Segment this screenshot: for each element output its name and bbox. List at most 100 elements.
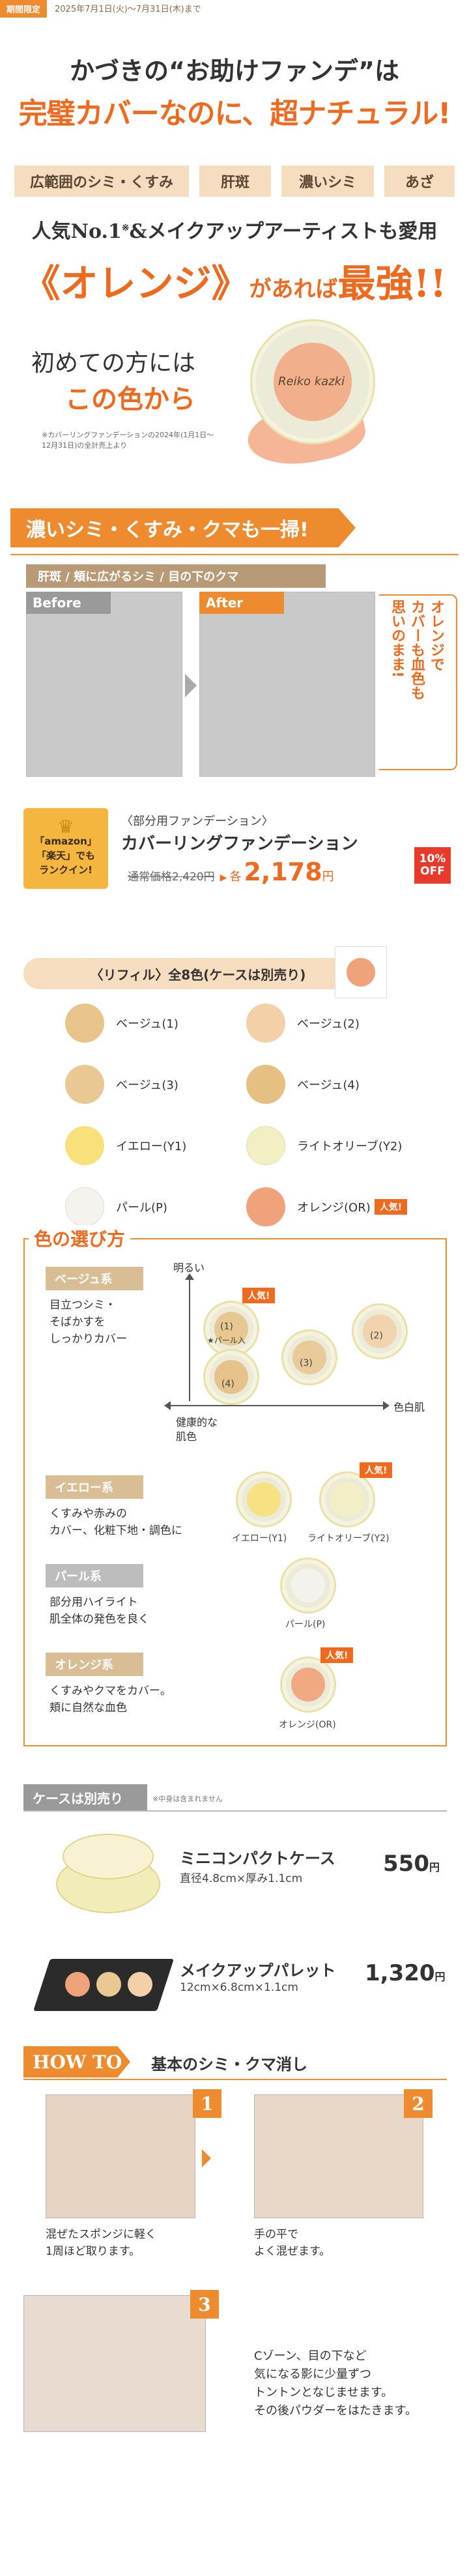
step-3-text-4: その後パウダーをはたきます。 [254, 2404, 417, 2418]
orange-line: 《オレンジ》があれば最強!! [0, 253, 469, 308]
step-3-text-2: 気になる影に少量ずつ [254, 2367, 371, 2381]
orange-strongest: 最強!! [337, 261, 447, 306]
section-bar-cover: 濃いシミ・くすみ・クマも一掃! [10, 508, 356, 547]
cat-yellow: イエロー系 [46, 1475, 143, 1499]
compact-beige-2 [352, 1303, 408, 1359]
orange-word: 《オレンジ》 [22, 261, 249, 306]
callout-line-3: 思いのまま! [389, 600, 405, 678]
swatch-label: オレンジ(OR) [297, 1201, 371, 1215]
refill-item: オレンジ(OR) 人気! [246, 1187, 408, 1226]
price-arrow-icon: ▶ [220, 873, 227, 883]
refill-item: ベージュ(2) [246, 1004, 360, 1043]
footnote: ※カバーリングファンデーションの2024年(1月1日〜12月31日)の全計売上よ… [42, 431, 214, 450]
cases-bar-title: ケースは別売り [33, 1790, 123, 1806]
step-1-photo [46, 2094, 195, 2218]
swatch-beige-1 [65, 1004, 104, 1043]
cases-note: ※中身は含まれません [152, 1795, 223, 1803]
swatch-label: ベージュ(2) [297, 1017, 360, 1031]
case-1-yen: 円 [429, 1861, 440, 1874]
axis-bottom-label-2: 肌色 [176, 1430, 197, 1443]
product-name: カバーリングファンデーション [121, 834, 358, 854]
cases-bar: ケースは別売り [23, 1784, 147, 1810]
swatch-light-olive-y2 [246, 1126, 285, 1165]
section-bar-line [10, 554, 459, 555]
first-time-b: この色から [65, 384, 195, 414]
product-category: 〈部分用ファンデーション〉 [121, 815, 274, 828]
hero-compact: Reiko kazki [250, 319, 375, 444]
step-3-photo [23, 2295, 206, 2432]
ranking-rankin: ランクイン! [39, 864, 92, 876]
swatch-label: ライトオリーブ(Y2) [297, 1140, 403, 1153]
cat-beige: ベージュ系 [46, 1267, 143, 1290]
swatch-beige-4 [246, 1065, 285, 1104]
axis-bottom-label: 健康的な 肌色 [176, 1415, 218, 1444]
swatch-yellow-y1 [65, 1126, 104, 1165]
howto-bar: HOW TO [23, 2046, 130, 2077]
limited-badge: 期間限定 [0, 0, 48, 18]
compact-beige-4 [203, 1349, 259, 1405]
step-2-number: 2 [404, 2089, 433, 2118]
before-label: Before [26, 592, 111, 614]
cat-pearl: パール系 [46, 1564, 143, 1587]
swatch-label: ベージュ(4) [297, 1078, 360, 1092]
headline-2: 完璧カバーなのに、超ナチュラル! [18, 97, 451, 130]
callout-text: オレンジで カバーも血色も 思いのまま! [387, 600, 446, 768]
off-badge: 10% OFF [414, 847, 451, 884]
pearl-desc-2: 肌全体の発色を良く [50, 1613, 149, 1626]
beige-desc-1: 目立つシミ・ [50, 1299, 116, 1312]
beige-desc-2: そばかすを [50, 1316, 106, 1329]
refill-item: ベージュ(4) [246, 1065, 360, 1104]
case-1-size: 直径4.8cm×厚み1.1cm [180, 1872, 303, 1885]
cat-orange: オレンジ系 [46, 1653, 143, 1676]
beige-4-label: (4) [221, 1379, 234, 1389]
popular-note-mark: ※ [121, 223, 130, 233]
yellow-desc: くすみや赤みの カバー、化粧下地・調色に [50, 1505, 182, 1539]
axis-horizontal [169, 1405, 384, 1406]
step-3-text-1: Cゾーン、目の下など [254, 2349, 367, 2363]
chip-birthmark: あざ [384, 166, 455, 197]
axis-left-arrow-icon [164, 1401, 171, 1410]
pearl-desc-1: 部分用ハイライト [50, 1596, 138, 1609]
swatch-pearl-p [65, 1187, 104, 1226]
ranking-badge: ♛ 「amazon」 「楽天」でも ランクイン! [23, 808, 108, 889]
case-1-name: ミニコンパクトケース [180, 1849, 335, 1868]
swatch-label: ベージュ(1) [116, 1017, 178, 1031]
chip-dark-spots: 濃いシミ [281, 166, 374, 197]
swatch-label: パール(P) [116, 1201, 167, 1215]
axis-up-arrow-icon [185, 1273, 194, 1280]
beige-2-label: (2) [370, 1331, 383, 1341]
refill-title-bar: 〈リフィル〉全8色(ケースは別売り) [23, 958, 373, 989]
after-label: After [199, 592, 284, 614]
light-olive-y2-label: ライトオリーブ(Y2) [307, 1533, 390, 1544]
orange-desc: くすみやクマをカバー。 頬に自然な血色 [50, 1683, 171, 1716]
refill-item: パール(P) [65, 1187, 167, 1226]
case-2-size: 12cm×6.8cm×1.1cm [180, 1981, 298, 1994]
chooser-frame [23, 1238, 447, 1746]
refill-item: ベージュ(3) [65, 1065, 178, 1104]
pearl-p-label: パール(P) [285, 1619, 326, 1630]
pearl-desc: 部分用ハイライト 肌全体の発色を良く [50, 1594, 149, 1628]
regular-price: 2,420円 [172, 871, 215, 884]
compact-pearl-p [280, 1557, 336, 1614]
beige-1-pearl: ★パール入 [207, 1336, 246, 1345]
yellow-desc-1: くすみや赤みの [50, 1507, 127, 1520]
popular-badge-or: 人気! [320, 1647, 354, 1663]
orange-connect: があれば [249, 276, 338, 302]
refill-grid: ベージュ(1) ベージュ(2) ベージュ(3) ベージュ(4) イエロー(Y1)… [0, 1004, 469, 1316]
each-label: 各 [229, 870, 242, 884]
refill-item: ライトオリーブ(Y2) [246, 1126, 402, 1165]
step-3-text: Cゾーン、目の下など 気になる影に少量ずつ トントンとなじませます。 その後パウ… [254, 2347, 417, 2420]
yellow-y1-label: イエロー(Y1) [232, 1533, 287, 1544]
sale-yen: 円 [322, 870, 334, 884]
beige-1-label: (1) [220, 1322, 233, 1332]
step-1-number: 1 [193, 2089, 221, 2118]
refill-item: イエロー(Y1) [65, 1126, 186, 1165]
swatch-label: ベージュ(3) [116, 1078, 178, 1092]
howto-title: 基本のシミ・クマ消し [151, 2055, 307, 2074]
cases-line [23, 1810, 447, 1812]
makeup-palette-image [33, 1946, 174, 2018]
step-2-text-1: 手の平で [254, 2228, 298, 2241]
compact-beige-1 [203, 1301, 259, 1357]
sale-price: 2,178 [244, 858, 322, 886]
popular-no1: 人気No.1 [31, 220, 122, 243]
